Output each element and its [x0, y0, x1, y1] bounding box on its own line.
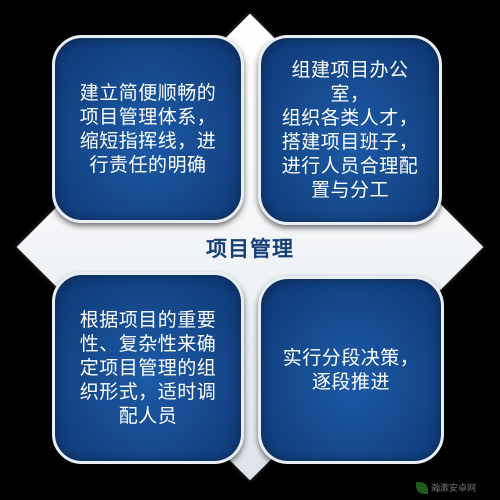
watermark: 瀚漱安卓网 [415, 481, 476, 494]
center-title: 项目管理 [206, 237, 294, 261]
card-bottom-left: 根据项目的重要 性、复杂性来确 定项目管理的组 织形式，适时调 配人员 [52, 272, 244, 464]
leaf-logo-icon [415, 481, 428, 494]
watermark-text: 瀚漱安卓网 [430, 484, 476, 494]
card-bottom-right: 实行分段决策， 逐段推进 [258, 276, 444, 464]
card-top-right: 组建项目办公室， 组织各类人才， 搭建项目班子， 进行人员合理配 置与分工 [258, 35, 442, 225]
card-top-left: 建立简便顺畅的 项目管理体系， 缩短指挥线，进 行责任的明确 [52, 35, 244, 223]
